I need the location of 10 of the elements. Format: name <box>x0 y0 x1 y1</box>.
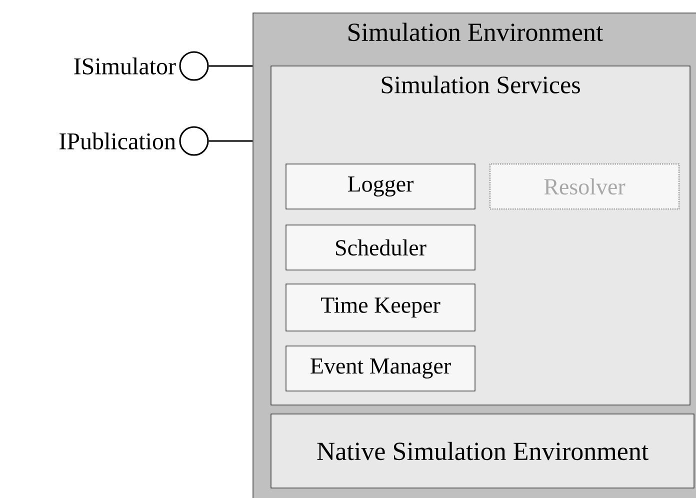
component-box: Time Keeper <box>286 284 476 332</box>
component-box: Event Manager <box>286 346 476 392</box>
connector-line <box>208 65 253 67</box>
component-box: Native Simulation Environment <box>270 414 694 488</box>
interface-label: ISimulator <box>74 58 176 74</box>
connector-line <box>208 140 253 142</box>
component-box: Logger <box>286 164 476 210</box>
component-box: Scheduler <box>286 224 476 270</box>
component-box: Resolver <box>490 164 680 210</box>
interface-label: IPublication <box>60 132 176 150</box>
